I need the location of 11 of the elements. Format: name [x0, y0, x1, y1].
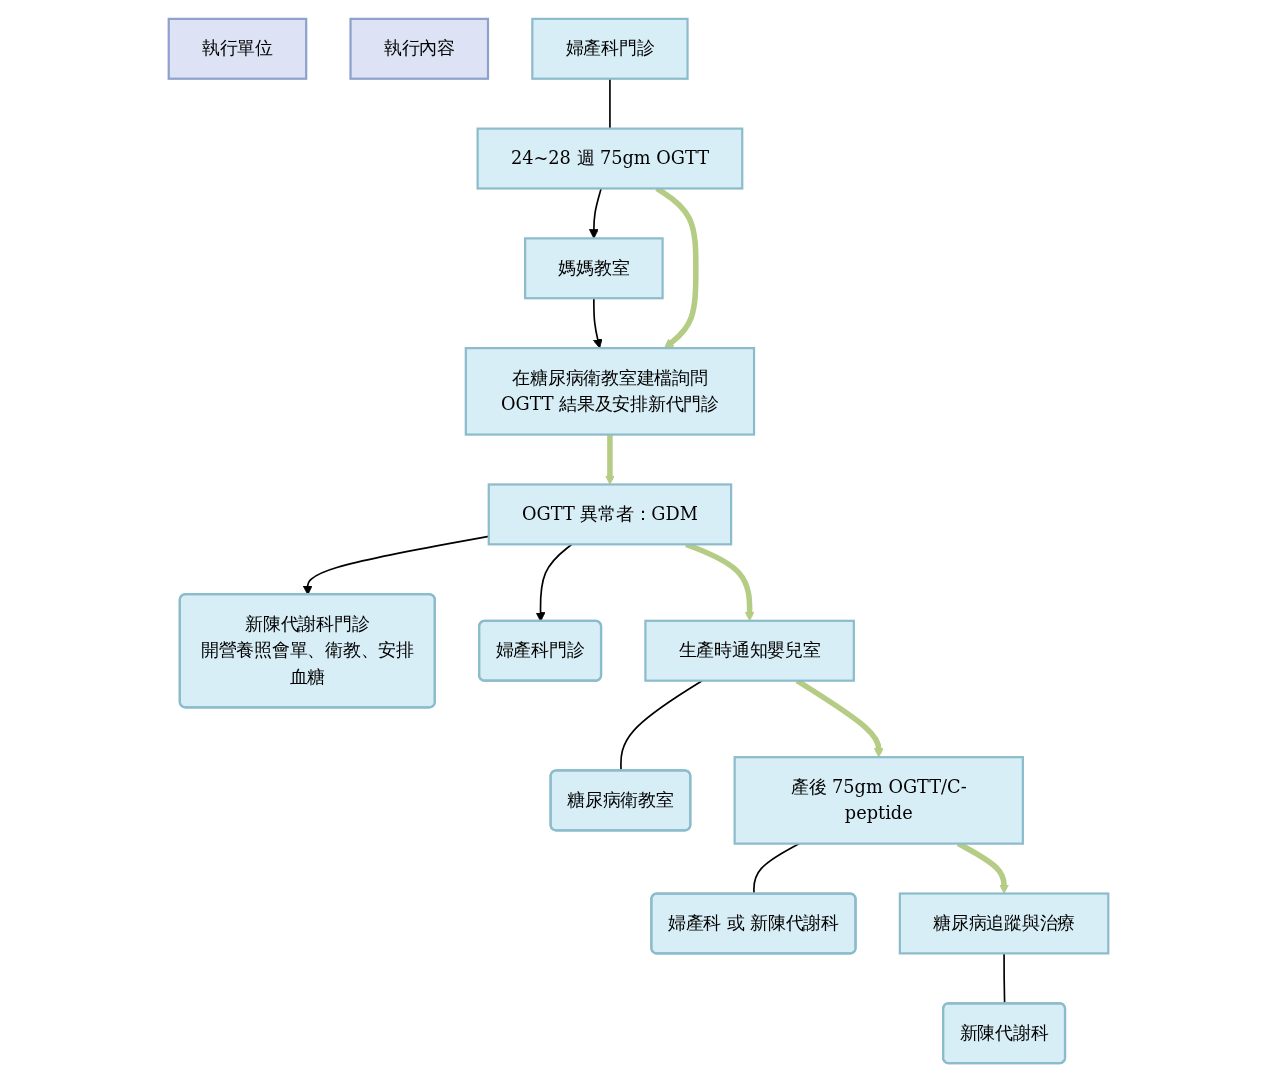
node-box: OGTT 異常者：GDM — [487, 483, 733, 546]
node-box: 婦產科門診 — [531, 17, 689, 80]
node-box: 媽媽教室 — [524, 237, 664, 300]
node-box: 24~28 週 75gm OGTT — [476, 127, 744, 190]
node-box: 糖尿病追蹤與治療 — [898, 892, 1110, 955]
node-box: 執行單位 — [167, 17, 308, 80]
node-box: 產後 75gm OGTT/C-peptide — [733, 756, 1024, 845]
arrow — [605, 434, 615, 485]
node-box: 執行內容 — [349, 17, 490, 80]
node-box: 在糖尿病衛教室建檔詢問OGTT 結果及安排新代門診 — [464, 347, 756, 436]
node-box: 生產時通知嬰兒室 — [644, 619, 855, 682]
